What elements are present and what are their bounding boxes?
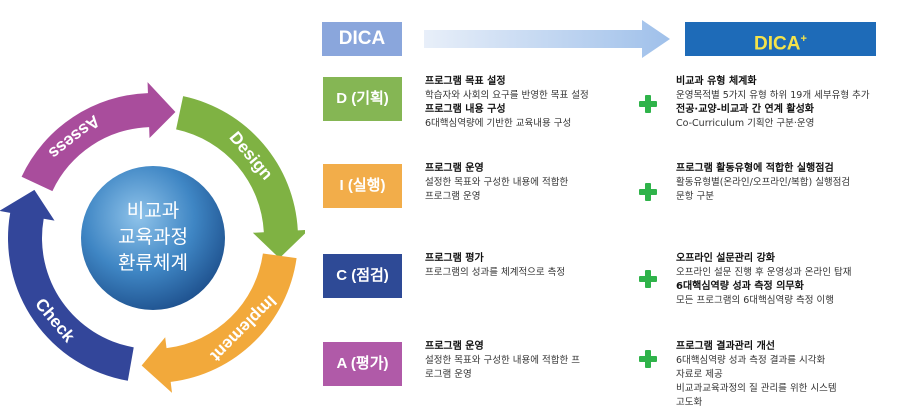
- item-title: 6대핵심역량 성과 측정 의무화: [676, 281, 804, 292]
- item-title: 프로그램 운영: [425, 163, 484, 174]
- item-description: Co-Curriculum 기획안 구분·운영: [676, 118, 815, 129]
- item-description: 고도화: [676, 397, 703, 408]
- cycle-arrow-implement: [141, 253, 297, 393]
- dica-header-box: DICA: [322, 22, 402, 56]
- dica-plus-label: DICA: [754, 33, 801, 55]
- phase-badge-2: I (실행): [323, 164, 402, 208]
- item-description: 설정한 목표와 구성한 내용에 적합한 프: [425, 355, 580, 366]
- phase-badge-3: C (점검): [323, 254, 402, 298]
- cycle-arrow-design: [176, 96, 305, 259]
- dica-plus-header-box: DICA+: [685, 22, 876, 56]
- item-description: 비교과교육과정의 질 관리를 위한 시스템: [676, 383, 837, 394]
- phase-badge-1: D (기획): [323, 77, 402, 121]
- center-text-line-2: 교육과정: [118, 226, 188, 248]
- item-description: 운영목적별 5가지 유형 하위 19개 세부유형 추가: [676, 90, 870, 101]
- item-description: 오프라인 설문 진행 후 운영성과 온라인 탑재: [676, 267, 852, 278]
- dica-label: DICA: [338, 28, 386, 49]
- item-title: 프로그램 활동유형에 적합한 실행점검: [676, 163, 834, 174]
- item-title: 프로그램 목표 설정: [425, 76, 506, 87]
- center-text-line-3: 환류체계: [118, 252, 188, 274]
- item-title: 오프라인 설문관리 강화: [676, 253, 775, 264]
- item-description: 프로그램의 성과를 체계적으로 측정: [425, 267, 566, 278]
- transition-arrow: [424, 20, 670, 58]
- item-title: 프로그램 내용 구성: [425, 104, 506, 115]
- item-title: 프로그램 운영: [425, 341, 484, 352]
- plus-icon: [639, 350, 657, 368]
- item-title: 프로그램 결과관리 개선: [676, 341, 775, 352]
- item-description: 학습자와 사회의 요구를 반영한 목표 설정: [425, 90, 589, 101]
- item-description: 활동유형별(온라인/오프라인/복합) 실행점검: [676, 177, 851, 188]
- plus-icon: [639, 183, 657, 201]
- item-title: 프로그램 평가: [425, 253, 484, 264]
- item-description: 설정한 목표와 구성한 내용에 적합한: [425, 177, 569, 188]
- center-text-line-1: 비교과: [127, 200, 179, 222]
- cycle-arrow-assess: [21, 82, 176, 192]
- center-circle: [81, 166, 225, 310]
- item-title: 비교과 유형 체계화: [676, 76, 757, 87]
- item-description: 자료로 제공: [676, 369, 723, 380]
- item-description: 6대핵심역량에 기반한 교육내용 구성: [425, 118, 572, 129]
- item-description: 프로그램 운영: [425, 191, 481, 202]
- dica-plus-superscript: +: [800, 33, 807, 45]
- cycle-arrow-check: [0, 189, 134, 381]
- plus-icon: [639, 95, 657, 113]
- plus-icon: [639, 270, 657, 288]
- item-description: 모든 프로그램의 6대핵심역량 측정 이행: [676, 295, 834, 306]
- item-title: 전공·교양-비교과 간 연계 활성화: [676, 104, 814, 115]
- phase-badge-4: A (평가): [323, 342, 402, 386]
- item-description: 로그램 운영: [425, 369, 472, 380]
- item-description: 문항 구분: [676, 191, 714, 202]
- item-description: 6대핵심역량 성과 측정 결과를 시각화: [676, 355, 826, 366]
